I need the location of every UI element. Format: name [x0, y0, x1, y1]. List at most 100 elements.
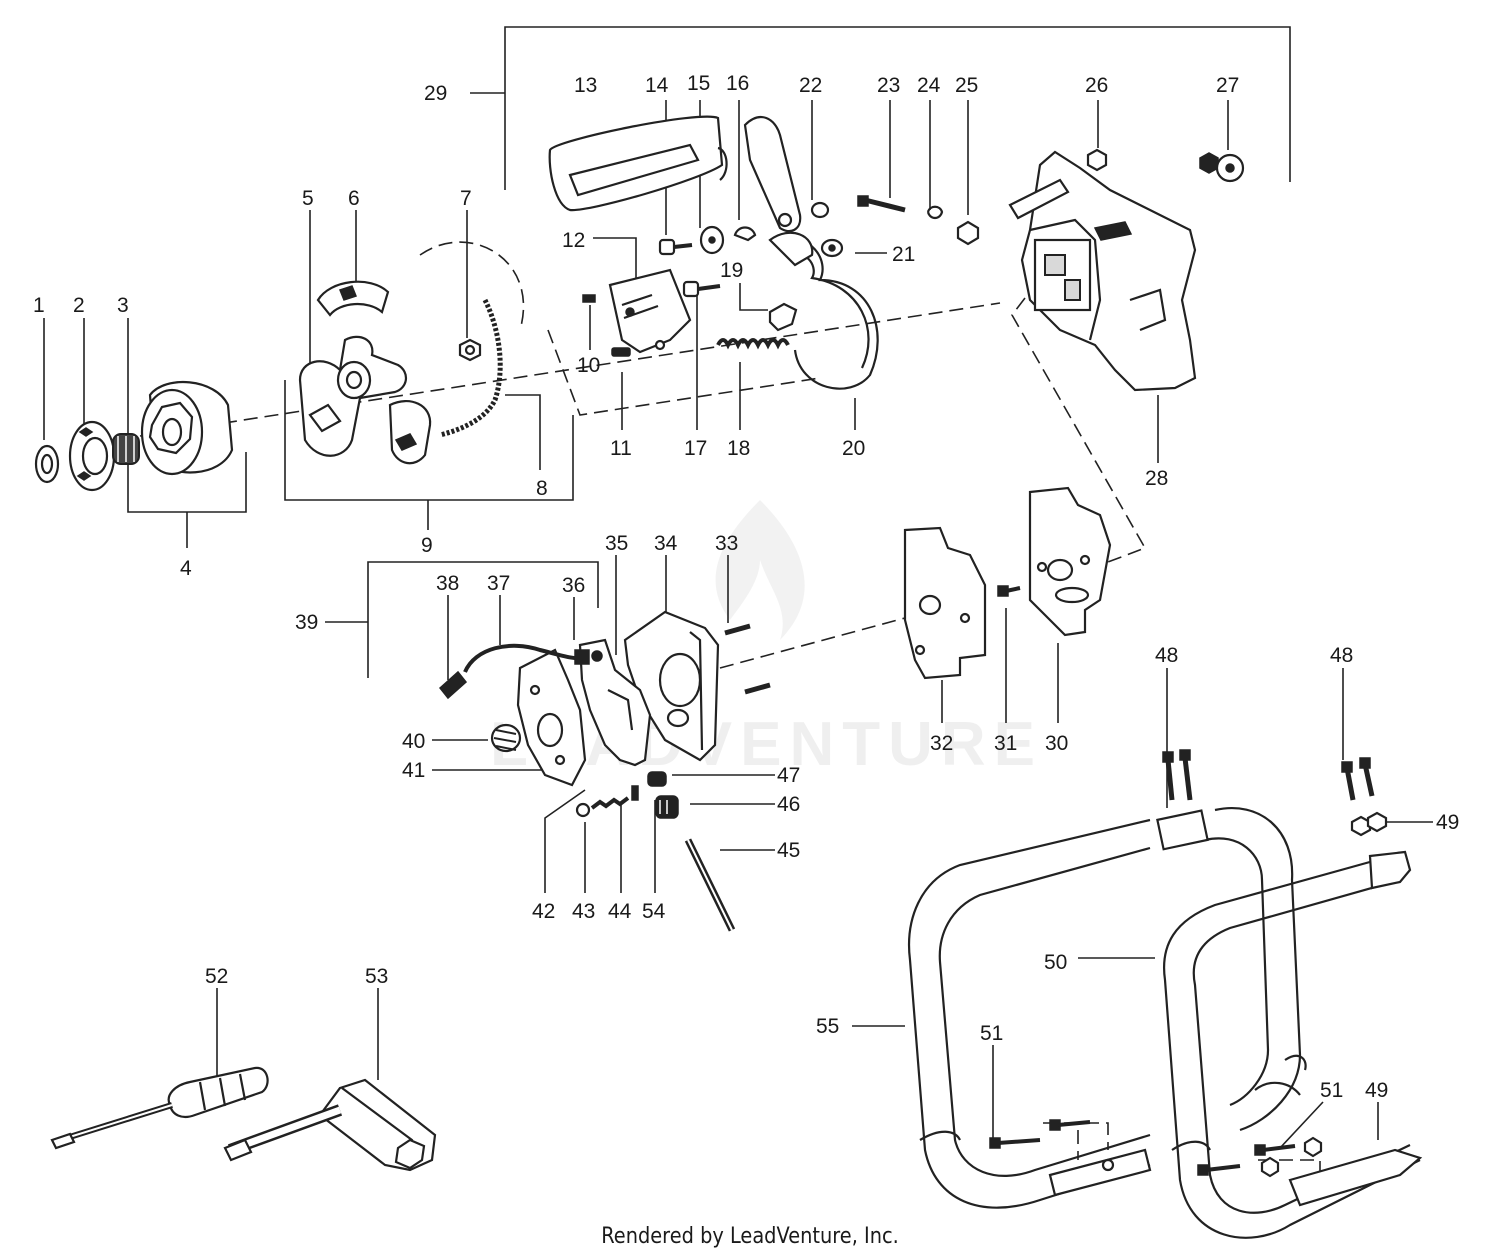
callout-39: 39 — [295, 611, 318, 634]
callout-32: 32 — [930, 732, 953, 755]
part-nut-26 — [1086, 148, 1108, 172]
callout-42: 42 — [532, 900, 555, 923]
callout-46: 46 — [777, 793, 800, 816]
callout-9: 9 — [421, 534, 433, 557]
part-nut-25 — [956, 220, 980, 246]
callout-10: 10 — [577, 354, 600, 377]
callout-13: 13 — [574, 74, 597, 97]
callout-3: 3 — [117, 294, 129, 317]
part-handle-55 — [908, 807, 1302, 1209]
part-screw-11 — [611, 347, 631, 357]
part-screws-48-left — [1162, 749, 1193, 801]
part-housing-28 — [1008, 150, 1197, 392]
callout-22: 22 — [799, 74, 822, 97]
callout-49-bottom: 49 — [1365, 1079, 1388, 1102]
part-clutch-5 — [298, 335, 432, 465]
callout-47: 47 — [777, 764, 800, 787]
callout-55: 55 — [816, 1015, 839, 1038]
callout-45: 45 — [777, 839, 800, 862]
callout-26: 26 — [1085, 74, 1108, 97]
callout-6: 6 — [348, 187, 360, 210]
callout-29: 29 — [424, 82, 447, 105]
callout-12: 12 — [562, 229, 585, 252]
part-wrench-53 — [223, 1078, 437, 1172]
callout-7: 7 — [460, 187, 472, 210]
callout-30: 30 — [1045, 732, 1068, 755]
callout-15: 15 — [687, 72, 710, 95]
callout-31: 31 — [994, 732, 1017, 755]
callout-19: 19 — [720, 259, 743, 282]
part-pin-54 — [631, 785, 639, 801]
callout-52: 52 — [205, 965, 228, 988]
part-washer-22 — [810, 201, 830, 219]
leader-lines — [43, 26, 1433, 1149]
callout-20: 20 — [842, 437, 865, 460]
callout-2: 2 — [73, 294, 85, 317]
callout-48-right: 48 — [1330, 644, 1353, 667]
callout-4: 4 — [180, 557, 192, 580]
callout-24: 24 — [917, 74, 941, 97]
callout-51-right: 51 — [1320, 1079, 1343, 1102]
callout-1: 1 — [33, 294, 45, 317]
part-nut-7 — [458, 338, 482, 362]
callout-33: 33 — [715, 532, 738, 555]
callout-44: 44 — [608, 900, 632, 923]
part-gasket-41 — [516, 648, 587, 787]
part-clutch-shoe-6 — [316, 280, 390, 317]
part-screws-51 — [989, 1119, 1323, 1178]
part-screw-23 — [857, 195, 906, 213]
part-nuts-49 — [1350, 811, 1388, 837]
callout-18: 18 — [727, 437, 750, 460]
part-cover-34 — [623, 610, 720, 762]
part-clip-24 — [926, 205, 944, 220]
callout-51-left: 51 — [980, 1022, 1003, 1045]
callout-38: 38 — [436, 572, 459, 595]
callout-25: 25 — [955, 74, 978, 97]
callout-21: 21 — [892, 243, 915, 266]
part-plate-12 — [608, 268, 692, 354]
part-screwdriver-52 — [50, 1066, 269, 1150]
part-arm-22 — [743, 116, 802, 233]
callout-28: 28 — [1145, 467, 1168, 490]
part-screw-33 — [724, 623, 771, 695]
callout-49-right: 49 — [1436, 811, 1459, 834]
callout-8: 8 — [536, 477, 548, 500]
part-seal-43 — [575, 802, 591, 818]
part-handlebar-50 — [1048, 850, 1423, 1239]
part-spring-40 — [490, 723, 522, 753]
part-screw-14 — [658, 238, 693, 256]
callout-43: 43 — [572, 900, 595, 923]
callout-34: 34 — [654, 532, 678, 555]
footer-credit: Rendered by LeadVenture, Inc. — [601, 1224, 899, 1249]
callout-11: 11 — [610, 437, 632, 460]
callout-27: 27 — [1216, 74, 1239, 97]
callout-41: 41 — [402, 759, 425, 782]
part-plate-30 — [1028, 486, 1112, 637]
part-clip-16 — [733, 226, 757, 242]
part-spring-44 — [590, 796, 630, 810]
part-clip-19 — [768, 302, 798, 332]
part-needle-bearing-3 — [112, 433, 140, 465]
part-chain-8 — [439, 298, 503, 438]
part-filter-38 — [438, 670, 468, 700]
callout-40: 40 — [402, 730, 425, 753]
part-gear-46 — [655, 795, 679, 819]
callout-50: 50 — [1044, 951, 1067, 974]
callout-37: 37 — [487, 572, 510, 595]
part-screw-17 — [682, 280, 721, 298]
part-brake-band-20 — [768, 231, 879, 390]
callout-17: 17 — [684, 437, 707, 460]
callout-35: 35 — [605, 532, 628, 555]
part-gear-47 — [647, 771, 667, 787]
callout-48-left: 48 — [1155, 644, 1178, 667]
callout-5: 5 — [302, 187, 314, 210]
callout-14: 14 — [645, 74, 669, 97]
part-rim-sprocket-2 — [68, 420, 116, 492]
part-clutch-drum — [140, 380, 234, 476]
part-spring-18 — [716, 338, 790, 350]
part-washer-1 — [34, 444, 60, 484]
part-washer-15 — [699, 225, 725, 255]
callout-labels: 1 2 3 4 5 6 7 8 9 10 11 12 13 14 15 16 1… — [33, 72, 1459, 1102]
callout-16: 16 — [726, 72, 749, 95]
callout-54: 54 — [642, 900, 666, 923]
